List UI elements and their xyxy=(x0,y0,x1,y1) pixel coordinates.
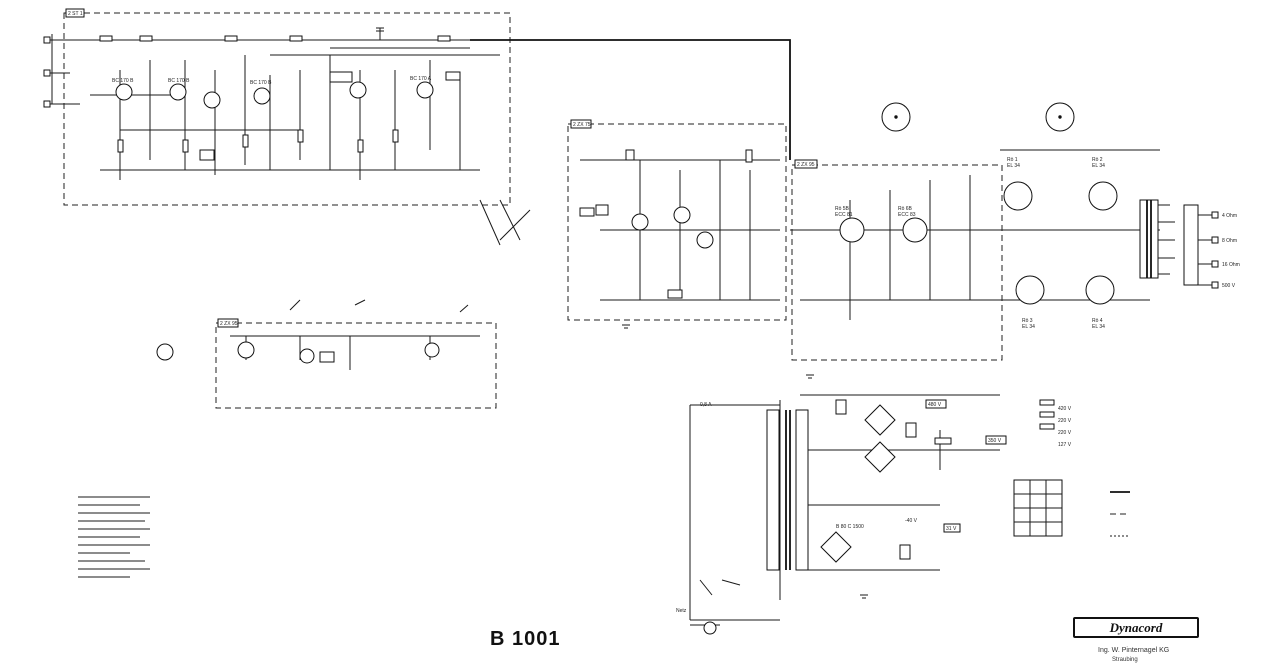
fuse-label: 0,8 A xyxy=(700,402,712,408)
power-supply: B 80 C 1500 480 V 350 V 31 V -40 V 420 V… xyxy=(676,394,1072,635)
tube-symbol xyxy=(839,181,1118,305)
tube-ref: Rö 1 xyxy=(1007,157,1018,163)
voltage-label: 480 V xyxy=(928,402,942,408)
voltage-label: 220 V xyxy=(1058,418,1072,424)
voltage-label: -40 V xyxy=(905,518,918,524)
transistor-label: BC 170 A xyxy=(410,76,432,82)
mains-label: Netz xyxy=(676,608,687,614)
brand-logo: Dynacord xyxy=(1073,617,1199,638)
voltage-label: 220 V xyxy=(1058,430,1072,436)
ground-symbol xyxy=(622,324,868,599)
voltage-label: 420 V xyxy=(1058,406,1072,412)
driver-board: 2 ZX 75 xyxy=(567,119,787,321)
voltage-label: 350 V xyxy=(988,438,1002,444)
tube-type: ECC 81 xyxy=(835,212,853,218)
output-label: 8 Ohm xyxy=(1222,238,1237,244)
tube-ref: Rö 2 xyxy=(1092,157,1103,163)
tube-type: EL 34 xyxy=(1007,163,1020,169)
transistor-label: BC 170 B xyxy=(112,78,134,84)
tube-type: EL 34 xyxy=(1092,163,1105,169)
board-tag-power: 2 ZX 95 xyxy=(797,162,815,168)
output-label: 4 Ohm xyxy=(1222,213,1237,219)
transistor-label: BC 170 B xyxy=(168,78,190,84)
voltage-label: 31 V xyxy=(946,526,957,532)
legend xyxy=(1039,399,1130,537)
power-amp-board: 2 ZX 95 Rö 1 EL 34 Rö 2 EL 34 Rö 3 EL 34… xyxy=(790,102,1240,361)
board-tag-driver: 2 ZX 75 xyxy=(573,122,591,128)
rectifier-bridge xyxy=(820,404,896,563)
tube-ref: Rö 6B xyxy=(898,206,913,212)
company-city: Straubing xyxy=(1112,657,1138,663)
board-tag-reverb: 2 ZX 95 xyxy=(220,321,238,327)
output-label: 500 V xyxy=(1222,283,1236,289)
tube-ref: Rö 3 xyxy=(1022,318,1033,324)
tube-ref: Rö 5B xyxy=(835,206,850,212)
company-name: Ing. W. Pinternagel KG xyxy=(1098,647,1170,654)
transistor-label: BC 170 B xyxy=(250,80,272,86)
transistor-symbol xyxy=(115,81,434,109)
tube-type: EL 34 xyxy=(1092,324,1105,330)
tube-type: ECC 83 xyxy=(898,212,916,218)
output-label: 16 Ohm xyxy=(1222,262,1240,268)
footnotes xyxy=(78,496,150,578)
model-number: B 1001 xyxy=(490,628,561,650)
transformer-symbol xyxy=(766,409,809,571)
tube-ref: Rö 4 xyxy=(1092,318,1103,324)
rectifier-label: B 80 C 1500 xyxy=(836,524,864,530)
signal-line xyxy=(470,39,791,160)
transformer-symbol xyxy=(1139,199,1175,279)
voltage-label: 127 V xyxy=(1058,442,1072,448)
input-jacks[interactable] xyxy=(43,34,80,108)
reverb-board: 2 ZX 95 xyxy=(156,299,497,409)
voltage-selector-grid xyxy=(1013,479,1063,537)
tube-type: EL 34 xyxy=(1022,324,1035,330)
jack-symbol[interactable] xyxy=(1211,211,1219,289)
board-tag-preamp: 2 ST 1 xyxy=(68,11,83,17)
passive-components xyxy=(99,35,461,161)
preamp-board: 2 ST 1 BC 170 B BC 170 B BC 170 B BC 170… xyxy=(43,8,511,206)
